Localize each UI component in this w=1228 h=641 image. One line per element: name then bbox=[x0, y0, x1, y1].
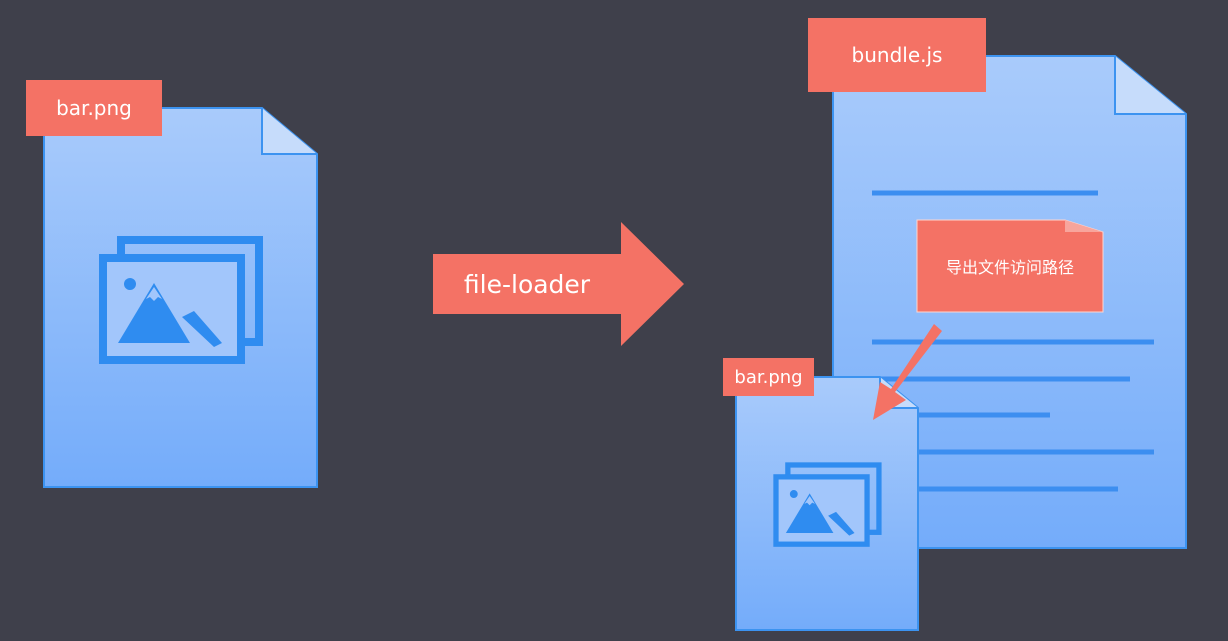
source-file-label: bar.png bbox=[26, 80, 162, 136]
file-loader-label: file-loader bbox=[463, 269, 591, 299]
emitted-file-label: bar.png bbox=[723, 358, 814, 396]
reference-arrow bbox=[873, 324, 942, 420]
file-loader-arrow bbox=[433, 222, 684, 346]
emitted-image-icon bbox=[776, 465, 879, 544]
bundle-file-label: bundle.js bbox=[808, 18, 986, 92]
export-path-note bbox=[916, 219, 1104, 313]
image-file-icon bbox=[103, 240, 259, 360]
export-path-note-text: 导出文件访问路径 bbox=[945, 258, 1074, 277]
